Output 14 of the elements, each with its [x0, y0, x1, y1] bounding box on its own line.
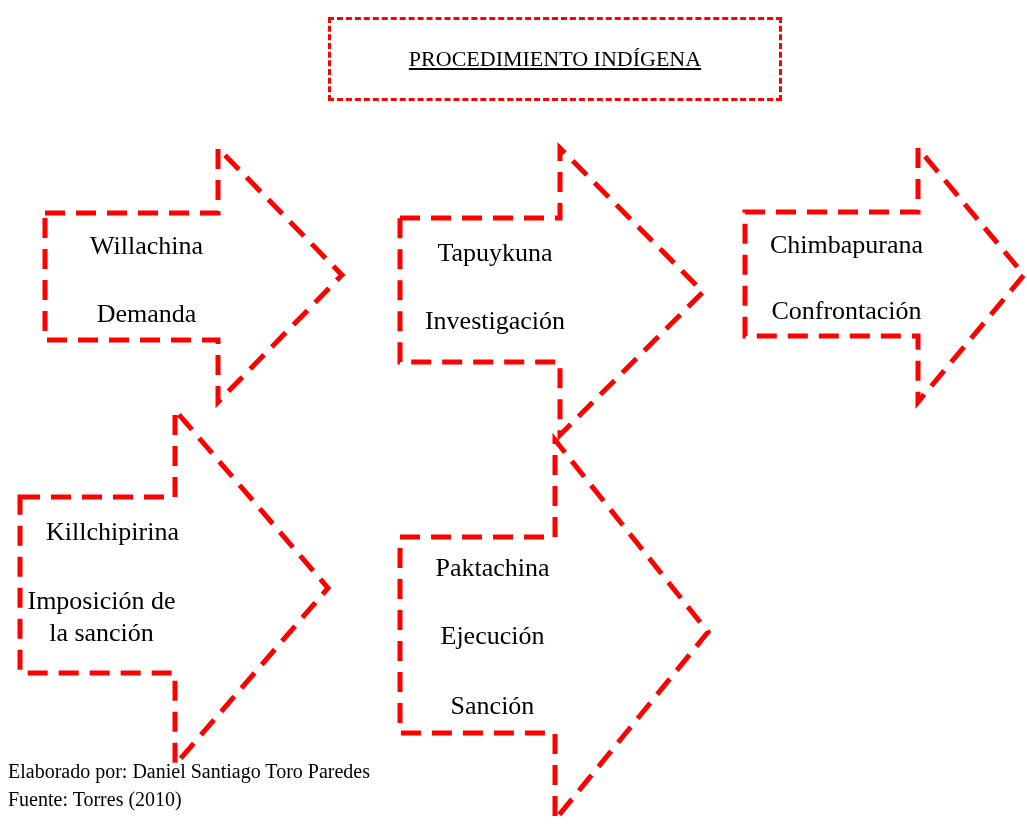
step-title: Willachina	[89, 230, 204, 262]
step-title: Killchipirina	[45, 516, 180, 548]
step-text: Imposición de la sanción	[26, 585, 177, 649]
step-title: Chimbapurana	[768, 229, 925, 261]
footnote-text: Elaborado por: Daniel Santiago Toro Paredes	[8, 760, 371, 783]
step-title: Paktachina	[434, 552, 551, 584]
step-text: Confrontación	[770, 295, 923, 327]
footnote-text: Fuente: Torres (2010)	[8, 788, 182, 811]
step-text: Ejecución	[439, 620, 546, 652]
title-box: PROCEDIMIENTO INDÍGENA	[328, 17, 782, 101]
step-text: Demanda	[95, 298, 198, 330]
step-text: Investigación	[423, 305, 567, 337]
step-text: Sanción	[449, 690, 536, 722]
step-title: Tapuykuna	[436, 237, 554, 269]
